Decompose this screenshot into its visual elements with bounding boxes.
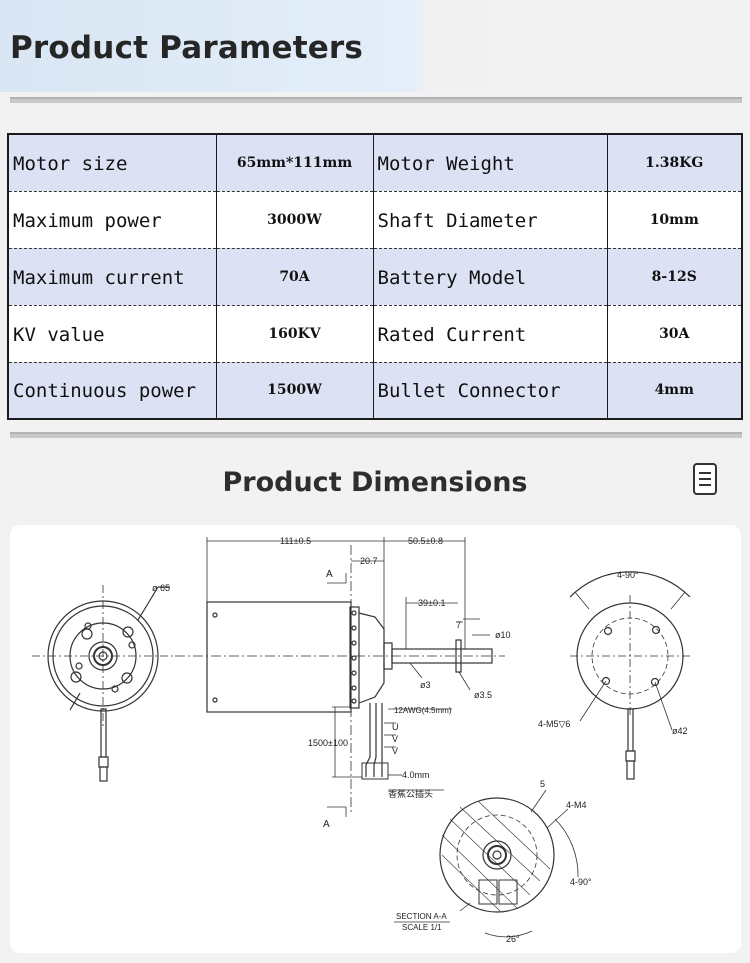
table-row: Maximum current 70A Battery Model 8-12S [7,247,743,306]
spec-label: Continuous power [7,361,217,420]
spec-value: 1500W [215,361,374,420]
label-wire-v: V [392,734,398,744]
spec-value: 4mm [606,361,743,420]
spec-label: Motor size [7,133,217,192]
page-title: Product Parameters [10,30,364,66]
dimension-drawing-panel: ø 65 111±0.5 50.5±0.8 20.7 39±0.1 7 ø10 … [10,525,741,953]
table-row: Motor size 65mm*111mm Motor Weight 1.38K… [7,133,743,192]
label-length-505: 50.5±0.8 [408,536,443,546]
spec-value: 10mm [606,190,743,249]
spec-value: 8-12S [606,247,743,306]
spec-label: Bullet Connector [372,361,608,420]
table-row: Maximum power 3000W Shaft Diameter 10mm [7,190,743,249]
spec-label: Maximum current [7,247,217,306]
label-dia35: ø3.5 [474,690,492,700]
label-angle-90-top: 4-90° [617,570,639,580]
spec-label: Battery Model [372,247,608,306]
label-scale: SCALE 1/1 [402,923,442,932]
label-m5: 4-M5▽6 [538,719,570,729]
label-section-a-top: A [326,569,333,580]
table-row: KV value 160KV Rated Current 30A [7,304,743,363]
label-length-111: 111±0.5 [280,536,311,546]
label-section-title: SECTION A-A [396,912,447,921]
label-awg: 12AWG(4.5mm) [394,706,452,715]
label-length-7: 7 [456,620,461,630]
label-section-a-bottom: A [323,819,330,830]
spec-label: Rated Current [372,304,608,363]
label-wire-w: V [392,746,398,756]
label-m4: 4-M4 [566,800,587,810]
label-angle-90-section: 4-90° [570,877,592,887]
label-wire-u: U [392,722,399,732]
front-view-left [32,585,174,782]
header-band [0,0,750,92]
document-icon[interactable] [692,462,718,496]
label-lead-length: 1500±100 [308,738,348,748]
divider-top [10,97,742,103]
spec-label: Motor Weight [372,133,608,192]
label-shaft-dia: ø10 [495,630,511,640]
spec-value: 1.38KG [606,133,743,192]
section-title: Product Dimensions [222,467,528,498]
label-length-207: 20.7 [360,556,378,566]
spec-value: 30A [606,304,743,363]
label-dia3: ø3 [420,680,431,690]
spec-value: 65mm*111mm [215,133,374,192]
side-view [175,537,505,817]
section-view [394,789,579,938]
spec-label: KV value [7,304,217,363]
divider-middle [10,432,742,438]
dimension-drawing: ø 65 111±0.5 50.5±0.8 20.7 39±0.1 7 ø10 … [32,536,691,944]
spec-value: 70A [215,247,374,306]
label-angle-26: 26° [506,934,520,944]
label-plug: 香蕉公插头 [388,788,433,799]
label-connector: 4.0mm [402,770,430,780]
label-dia42: ø42 [672,726,688,736]
front-view-right [569,571,691,780]
label-five: 5 [540,779,545,789]
spec-table: Motor size 65mm*111mm Motor Weight 1.38K… [7,133,743,420]
spec-label: Shaft Diameter [372,190,608,249]
spec-value: 160KV [215,304,374,363]
label-length-391: 39±0.1 [418,598,445,608]
spec-label: Maximum power [7,190,217,249]
spec-value: 3000W [215,190,374,249]
table-row: Continuous power 1500W Bullet Connector … [7,361,743,420]
label-dia65: ø 65 [152,583,170,593]
